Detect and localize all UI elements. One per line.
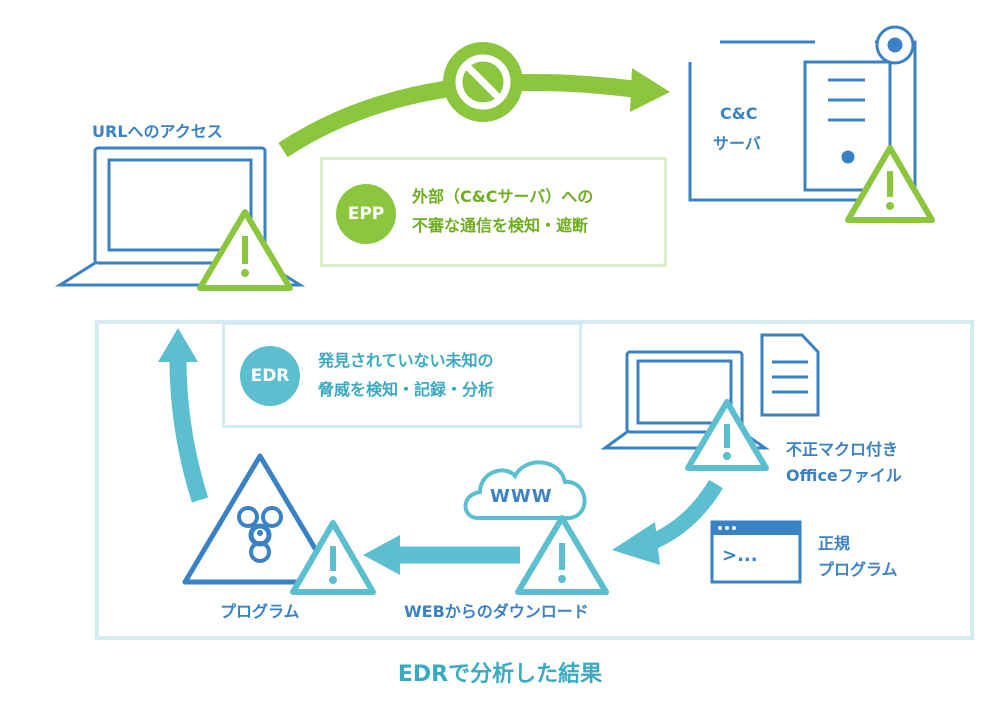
cloud-icon	[463, 460, 587, 520]
web-download-label: WEBからのダウンロード	[404, 602, 589, 621]
epp-badge: EPP	[336, 184, 396, 244]
warning-icon-macro	[685, 399, 769, 471]
left-arrow	[363, 535, 520, 575]
document-icon	[760, 333, 820, 417]
edr-badge: EDR	[240, 346, 300, 406]
warning-icon-download	[515, 515, 609, 595]
epp-text-line1: 外部（C&Cサーバ）への	[412, 187, 594, 206]
macro-file-label-1: 不正マクロ付き	[786, 440, 899, 459]
legit-program-label-2: プログラム	[818, 560, 898, 579]
warning-icon-laptop	[197, 209, 293, 291]
server-label-2: サーバ	[713, 134, 761, 153]
server-label-1: C&C	[720, 104, 758, 123]
biohazard-icon	[182, 453, 338, 585]
epp-arrow	[278, 68, 670, 158]
laptop-icon-edr	[600, 350, 770, 450]
macro-file-label-2: Officeファイル	[786, 466, 902, 485]
edr-text-line2: 脅威を検知・記録・分析	[318, 380, 495, 399]
console-prompt: >...	[722, 545, 758, 566]
block-icon	[443, 42, 523, 122]
up-arrow	[158, 328, 209, 503]
program-label: プログラム	[220, 602, 300, 621]
epp-box	[320, 157, 667, 267]
edr-text-line1: 発見されていない未知の	[318, 351, 494, 370]
edr-box	[222, 322, 582, 428]
download-arrow	[612, 479, 723, 565]
access-label: URLへのアクセス	[92, 122, 223, 141]
epp-text-line2: 不審な通信を検知・遮断	[412, 216, 589, 235]
legit-program-label-1: 正規	[818, 534, 851, 553]
warning-icon-server	[845, 145, 935, 223]
console-icon	[710, 520, 802, 584]
www-label: WWW	[490, 486, 553, 507]
warning-icon-program	[290, 520, 376, 595]
caption: EDRで分析した結果	[397, 662, 603, 687]
